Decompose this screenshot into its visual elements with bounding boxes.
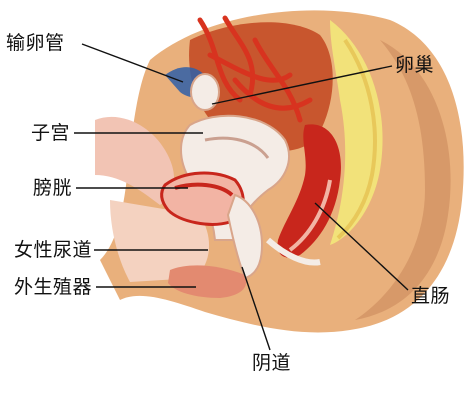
label-ovary: 卵巢 <box>395 54 434 76</box>
label-uterus: 子宫 <box>31 122 70 144</box>
label-bladder: 膀胱 <box>33 177 72 199</box>
ovary-shape <box>191 74 219 110</box>
label-urethra: 女性尿道 <box>14 239 92 261</box>
label-fallopian-tube: 输卵管 <box>6 32 65 54</box>
label-vagina: 阴道 <box>252 352 291 374</box>
label-rectum: 直肠 <box>411 285 450 307</box>
label-external-genitalia: 外生殖器 <box>14 276 92 298</box>
